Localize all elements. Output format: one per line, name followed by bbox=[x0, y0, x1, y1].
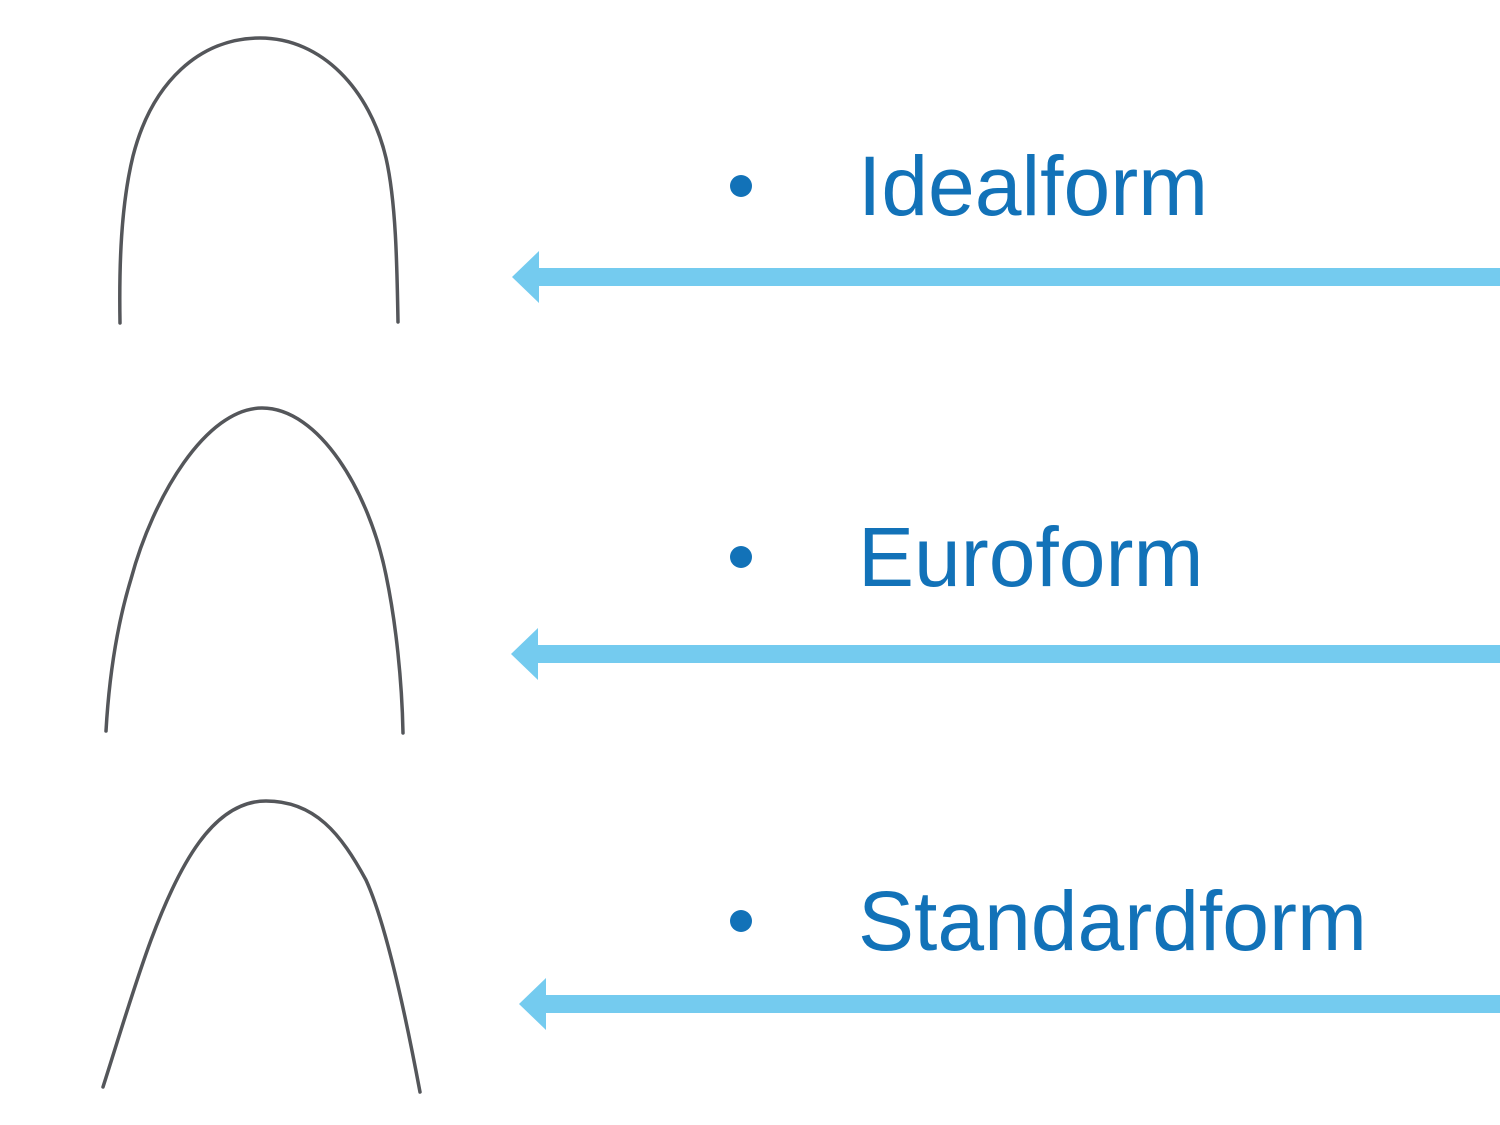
bullet-icon bbox=[730, 175, 752, 197]
idealform-label: Idealform bbox=[858, 139, 1209, 233]
arrowhead-icon bbox=[511, 628, 538, 680]
standardform-archwire-icon bbox=[101, 799, 422, 1094]
idealform-archwire-icon bbox=[118, 36, 400, 325]
arrow-shaft bbox=[539, 268, 1500, 286]
bullet-icon bbox=[730, 910, 752, 932]
euroform-label: Euroform bbox=[858, 510, 1204, 604]
left-arrow-icon-euroform bbox=[511, 628, 1500, 680]
standardform-label: Standardform bbox=[858, 874, 1367, 968]
euroform-archwire-icon bbox=[104, 406, 405, 735]
list-item-euroform: Euroform bbox=[730, 512, 1203, 602]
bullet-icon bbox=[730, 546, 752, 568]
left-arrow-icon-standardform bbox=[519, 978, 1500, 1030]
list-item-standardform: Standardform bbox=[730, 876, 1367, 966]
arrow-shaft bbox=[546, 995, 1500, 1013]
list-item-idealform: Idealform bbox=[730, 141, 1208, 231]
arrow-shaft bbox=[538, 645, 1500, 663]
arrowhead-icon bbox=[512, 251, 539, 303]
arrowhead-icon bbox=[519, 978, 546, 1030]
left-arrow-icon-idealform bbox=[512, 251, 1500, 303]
